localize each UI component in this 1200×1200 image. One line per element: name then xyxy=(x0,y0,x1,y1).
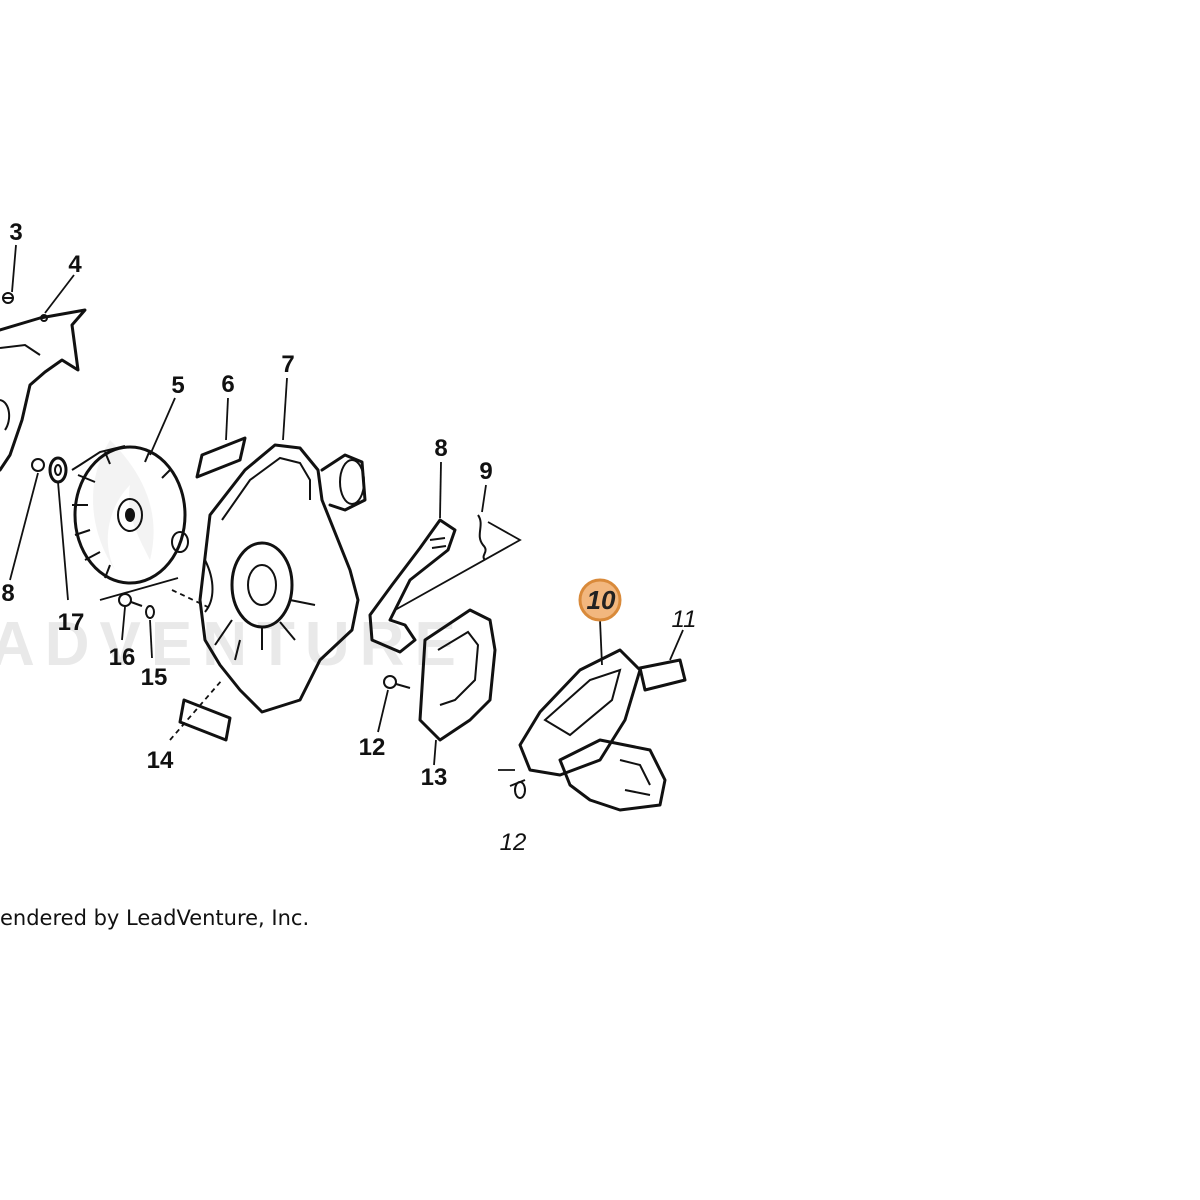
callout-9: 9 xyxy=(479,458,492,485)
fan-impeller-part xyxy=(71,445,187,585)
nut-8 xyxy=(31,458,45,472)
highlight-circle xyxy=(578,578,622,622)
callout-13: 13 xyxy=(421,764,448,791)
strap-part xyxy=(368,518,457,654)
callout-12-lower: 12 xyxy=(500,829,527,856)
washer-15 xyxy=(145,605,155,619)
fan-housing-part xyxy=(198,443,367,714)
callout-3: 3 xyxy=(9,219,22,246)
callout-14: 14 xyxy=(147,747,174,774)
cover-part xyxy=(418,608,497,742)
callout-10: 10 xyxy=(587,585,616,615)
callout-5: 5 xyxy=(171,372,184,399)
screw-12b xyxy=(509,779,526,799)
guard-part-10 xyxy=(518,648,667,812)
callout-15: 15 xyxy=(141,664,168,691)
decal-11 xyxy=(638,658,687,692)
watermark-flame-icon xyxy=(93,440,154,570)
callout-8-strap: 8 xyxy=(434,435,447,462)
bolt-3 xyxy=(2,292,14,304)
left-housing-part xyxy=(0,308,87,472)
decal-14 xyxy=(178,698,232,742)
fan-washer xyxy=(171,531,189,553)
callout-16: 16 xyxy=(109,644,136,671)
callout-6: 6 xyxy=(221,371,234,398)
callout-12-upper: 12 xyxy=(359,734,386,761)
screw-12a xyxy=(383,675,411,689)
spring-9 xyxy=(477,514,487,561)
screw-16 xyxy=(118,593,143,607)
decal-6 xyxy=(195,436,247,479)
credit-text: endered by LeadVenture, Inc. xyxy=(0,906,310,930)
callout-7: 7 xyxy=(281,351,294,378)
callout-8-left: 8 xyxy=(1,580,14,607)
washer-17 xyxy=(48,456,68,484)
callout-10-highlight[interactable]: 10 xyxy=(578,578,622,622)
callout-11: 11 xyxy=(672,606,697,633)
callout-17: 17 xyxy=(58,609,85,636)
callout-4: 4 xyxy=(68,251,82,278)
